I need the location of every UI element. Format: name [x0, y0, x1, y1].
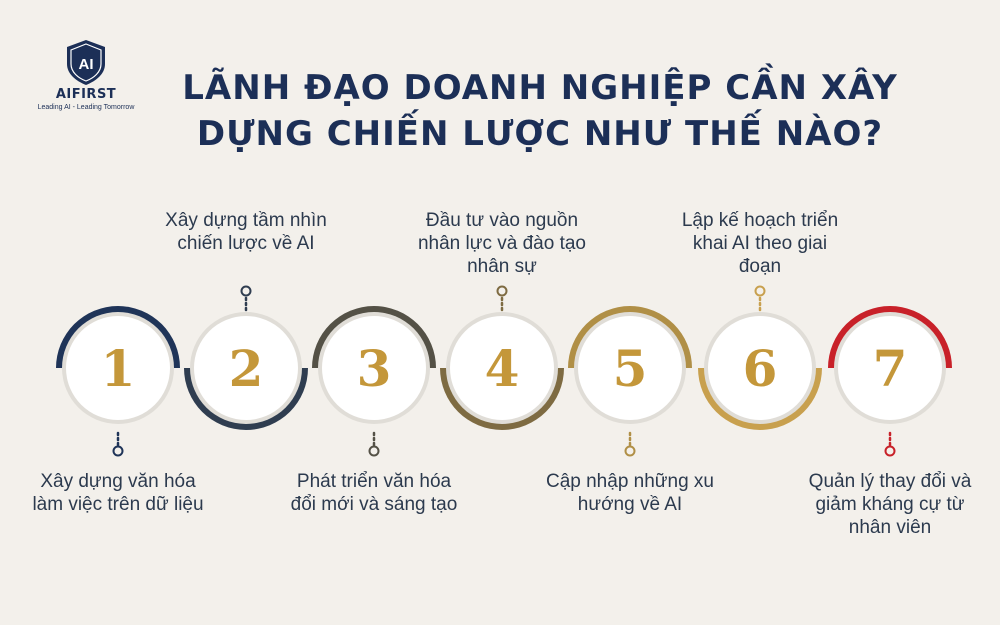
step-5-label: Cập nhập những xu hướng về AI: [545, 471, 714, 515]
step-5-circle: [578, 316, 682, 420]
step-7-connector-ring: [884, 445, 896, 457]
step-2-label: Xây dựng tầm nhìn chiến lược về AI: [165, 210, 327, 254]
page-title-line-1: LÃNH ĐẠO DOANH NGHIỆP CẦN XÂY: [182, 68, 898, 108]
step-4-circle: [450, 316, 554, 420]
step-6-connector-ring: [754, 285, 766, 297]
step-1-label: Xây dựng văn hóa làm việc trên dữ liệu: [32, 471, 204, 515]
logo-tagline: Leading AI - Leading Tomorrow: [37, 104, 135, 111]
step-5-number: 5: [613, 339, 648, 398]
logo-mark: AI: [79, 56, 94, 73]
page-title-line-2: DỰNG CHIẾN LƯỢC NHƯ THẾ NÀO?: [196, 114, 884, 154]
step-2-number: 2: [229, 339, 264, 398]
step-6-number: 6: [743, 339, 778, 398]
step-4-number: 4: [485, 339, 520, 398]
step-6-circle: [708, 316, 812, 420]
step-3-number: 3: [357, 339, 392, 398]
aifirst-logo: AI AIFIRST Leading AI - Leading Tomorrow: [30, 38, 142, 111]
step-4-connector-ring: [496, 285, 508, 297]
step-7-circle: [838, 316, 942, 420]
step-3-connector-ring: [368, 445, 380, 457]
logo-brand: AIFIRST: [55, 87, 117, 102]
step-7-number: 7: [873, 339, 908, 398]
step-1-connector-ring: [112, 445, 124, 457]
step-1-circle: [66, 316, 170, 420]
step-3-circle: [322, 316, 426, 420]
step-2-circle: [194, 316, 298, 420]
step-6-label: Lập kế hoạch triển khai AI theo giai đoạ…: [681, 210, 839, 277]
step-2-connector-ring: [240, 285, 252, 297]
shield-logo-icon: AI: [67, 40, 105, 85]
step-7-label: Quản lý thay đổi và giảm kháng cự từ nhâ…: [808, 471, 972, 538]
step-3-label: Phát triển văn hóa đổi mới và sáng tạo: [290, 471, 458, 515]
step-5-connector-ring: [624, 445, 636, 457]
step-4-label: Đầu tư vào nguồn nhân lực và đào tạo nhâ…: [417, 210, 586, 277]
step-1-number: 1: [101, 339, 136, 398]
